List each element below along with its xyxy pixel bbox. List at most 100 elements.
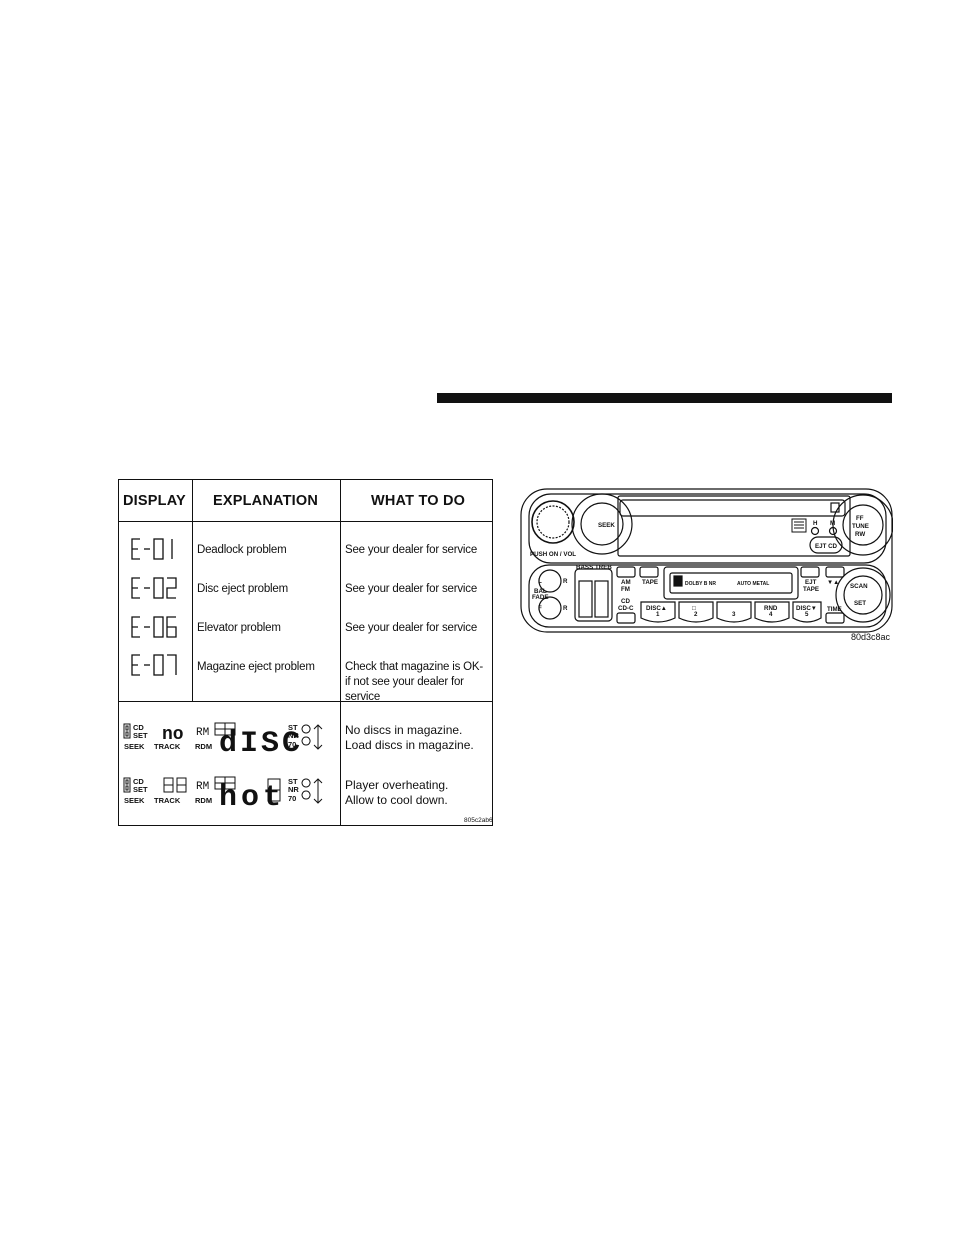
table-header: DISPLAY EXPLANATION WHAT TO DO xyxy=(119,480,492,522)
bass-label: BASS xyxy=(576,564,593,571)
radio-figure-code: 80d3c8ac xyxy=(851,632,891,642)
preset-4-label: RND xyxy=(764,605,778,612)
compact-disc-logo xyxy=(791,518,807,533)
balance-knob[interactable] xyxy=(538,569,562,593)
am-label: AM xyxy=(621,579,631,586)
up-down-label: ▼▲ xyxy=(827,579,839,586)
error-code-table: DISPLAY EXPLANATION WHAT TO DO Deadlock … xyxy=(118,479,493,826)
lcd-nr-label: NR xyxy=(288,731,299,740)
header-display: DISPLAY xyxy=(123,493,186,509)
upper-panel xyxy=(528,493,887,564)
eject-cd-button[interactable] xyxy=(809,536,843,554)
figure-code: 805c2ab6 xyxy=(464,817,493,824)
lcd-rdm-label: RDM xyxy=(195,742,212,751)
ff-label: FF xyxy=(856,515,864,522)
radio-illustration: PUSH ON / VOL SEEK FF TUNE RW H M EJT CD… xyxy=(520,487,894,634)
dolby-label: DOLBY B NR xyxy=(685,581,716,587)
time-label: TIME xyxy=(827,606,842,613)
rw-label: RW xyxy=(855,531,865,538)
row-divider xyxy=(119,701,492,702)
lower-panel xyxy=(528,564,887,628)
lcd-seek-label: SEEK xyxy=(124,742,145,751)
lcd-track-label: TRACK xyxy=(154,796,181,805)
lcd-hot-text: hot xyxy=(219,781,285,809)
error-action: if not see your dealer for service xyxy=(345,676,464,703)
error-code-e06 xyxy=(131,616,179,638)
error-action: See your dealer for service xyxy=(345,583,478,595)
r-label: R xyxy=(563,605,568,612)
preset-3-num: 3 xyxy=(732,611,736,618)
scan-set-rocker[interactable] xyxy=(835,567,891,623)
lcd-st-label: ST xyxy=(288,777,298,786)
lcd-70-label: 70 xyxy=(288,794,296,803)
seek-label: SEEK xyxy=(598,522,615,529)
header-what-to-do: WHAT TO DO xyxy=(371,493,466,509)
error-code-e01 xyxy=(131,538,179,560)
fade-label: FADE xyxy=(532,594,549,601)
radio-housing xyxy=(520,488,893,633)
lcd-nr-label: NR xyxy=(288,785,299,794)
preset-1-num: 1 xyxy=(656,611,660,618)
h-label: H xyxy=(813,520,818,527)
preset-button-5[interactable] xyxy=(792,601,822,623)
lcd-70-label: 70 xyxy=(288,740,296,749)
lcd-display-hot: CD SET SEEK TRACK RDM ST NR 70 RM hot xyxy=(122,775,332,815)
lcd-message: Allow to cool down. xyxy=(345,793,448,807)
error-code-e07 xyxy=(131,654,179,676)
lcd-no-text: no xyxy=(162,725,184,745)
lcd-rm-label: RM xyxy=(196,781,209,793)
r-label: R xyxy=(563,578,568,585)
push-on-vol-label: PUSH ON / VOL xyxy=(530,551,576,558)
preset-1-label: DISC▲ xyxy=(646,605,667,612)
error-action: See your dealer for service xyxy=(345,622,478,634)
seek-rocker[interactable] xyxy=(571,493,633,555)
lcd-message: No discs in magazine. xyxy=(345,723,463,737)
preset-5-num: 5 xyxy=(805,611,809,618)
error-action: See your dealer for service xyxy=(345,544,478,556)
lcd-seek-label: SEEK xyxy=(124,796,145,805)
treb-label: TREB xyxy=(595,564,612,571)
preset-2-num: 2 xyxy=(694,611,698,618)
lcd-set-label: SET xyxy=(133,785,148,794)
set-label: SET xyxy=(854,600,866,607)
lcd-disc-text: dISC xyxy=(219,727,303,755)
lcd-track-label: TRACK xyxy=(154,742,181,751)
lcd-cd-label: CD xyxy=(133,777,144,786)
error-explanation: Disc eject problem xyxy=(197,583,288,595)
cdc-label: CD-C xyxy=(618,605,634,612)
ejt-label: EJT xyxy=(805,579,817,586)
auto-metal-label: AUTO METAL xyxy=(737,581,769,587)
l-label: L xyxy=(538,578,542,585)
error-action: Check that magazine is OK- xyxy=(345,661,483,673)
header-explanation: EXPLANATION xyxy=(213,493,319,509)
preset-button-2[interactable] xyxy=(678,601,714,623)
lcd-display-no-disc: CD SET SEEK TRACK RDM ST NR 70 RM no dIS… xyxy=(122,721,332,761)
error-explanation: Deadlock problem xyxy=(197,544,287,556)
lcd-message: Player overheating. xyxy=(345,778,449,792)
section-rule xyxy=(437,393,892,403)
lcd-rm-label: RM xyxy=(196,727,209,739)
m-label: M xyxy=(830,520,835,527)
f-label: F xyxy=(538,605,542,612)
preset-button-1[interactable] xyxy=(640,601,676,623)
volume-knob[interactable] xyxy=(531,500,575,544)
tape-door xyxy=(663,566,799,600)
cd-window xyxy=(617,495,851,557)
tape-label: TAPE xyxy=(642,579,658,586)
lcd-rdm-label: RDM xyxy=(195,796,212,805)
preset-button-4[interactable] xyxy=(754,601,790,623)
ejt-cd-label: EJT CD xyxy=(815,543,838,550)
cd-slot xyxy=(619,499,846,517)
hour-button[interactable] xyxy=(810,526,820,536)
preset-button-3[interactable] xyxy=(716,601,752,623)
lcd-message: Load discs in magazine. xyxy=(345,738,474,752)
cd-label: CD xyxy=(621,598,630,605)
tone-sliders[interactable] xyxy=(574,568,613,622)
tape-label-2: TAPE xyxy=(803,586,819,593)
bal-label: BAL xyxy=(534,588,547,595)
error-explanation: Elevator problem xyxy=(197,622,281,634)
preset-4-num: 4 xyxy=(769,611,773,618)
preset-5-label: DISC▼ xyxy=(796,605,817,612)
lcd-cd-label: CD xyxy=(133,723,144,732)
fade-knob[interactable] xyxy=(538,596,562,620)
